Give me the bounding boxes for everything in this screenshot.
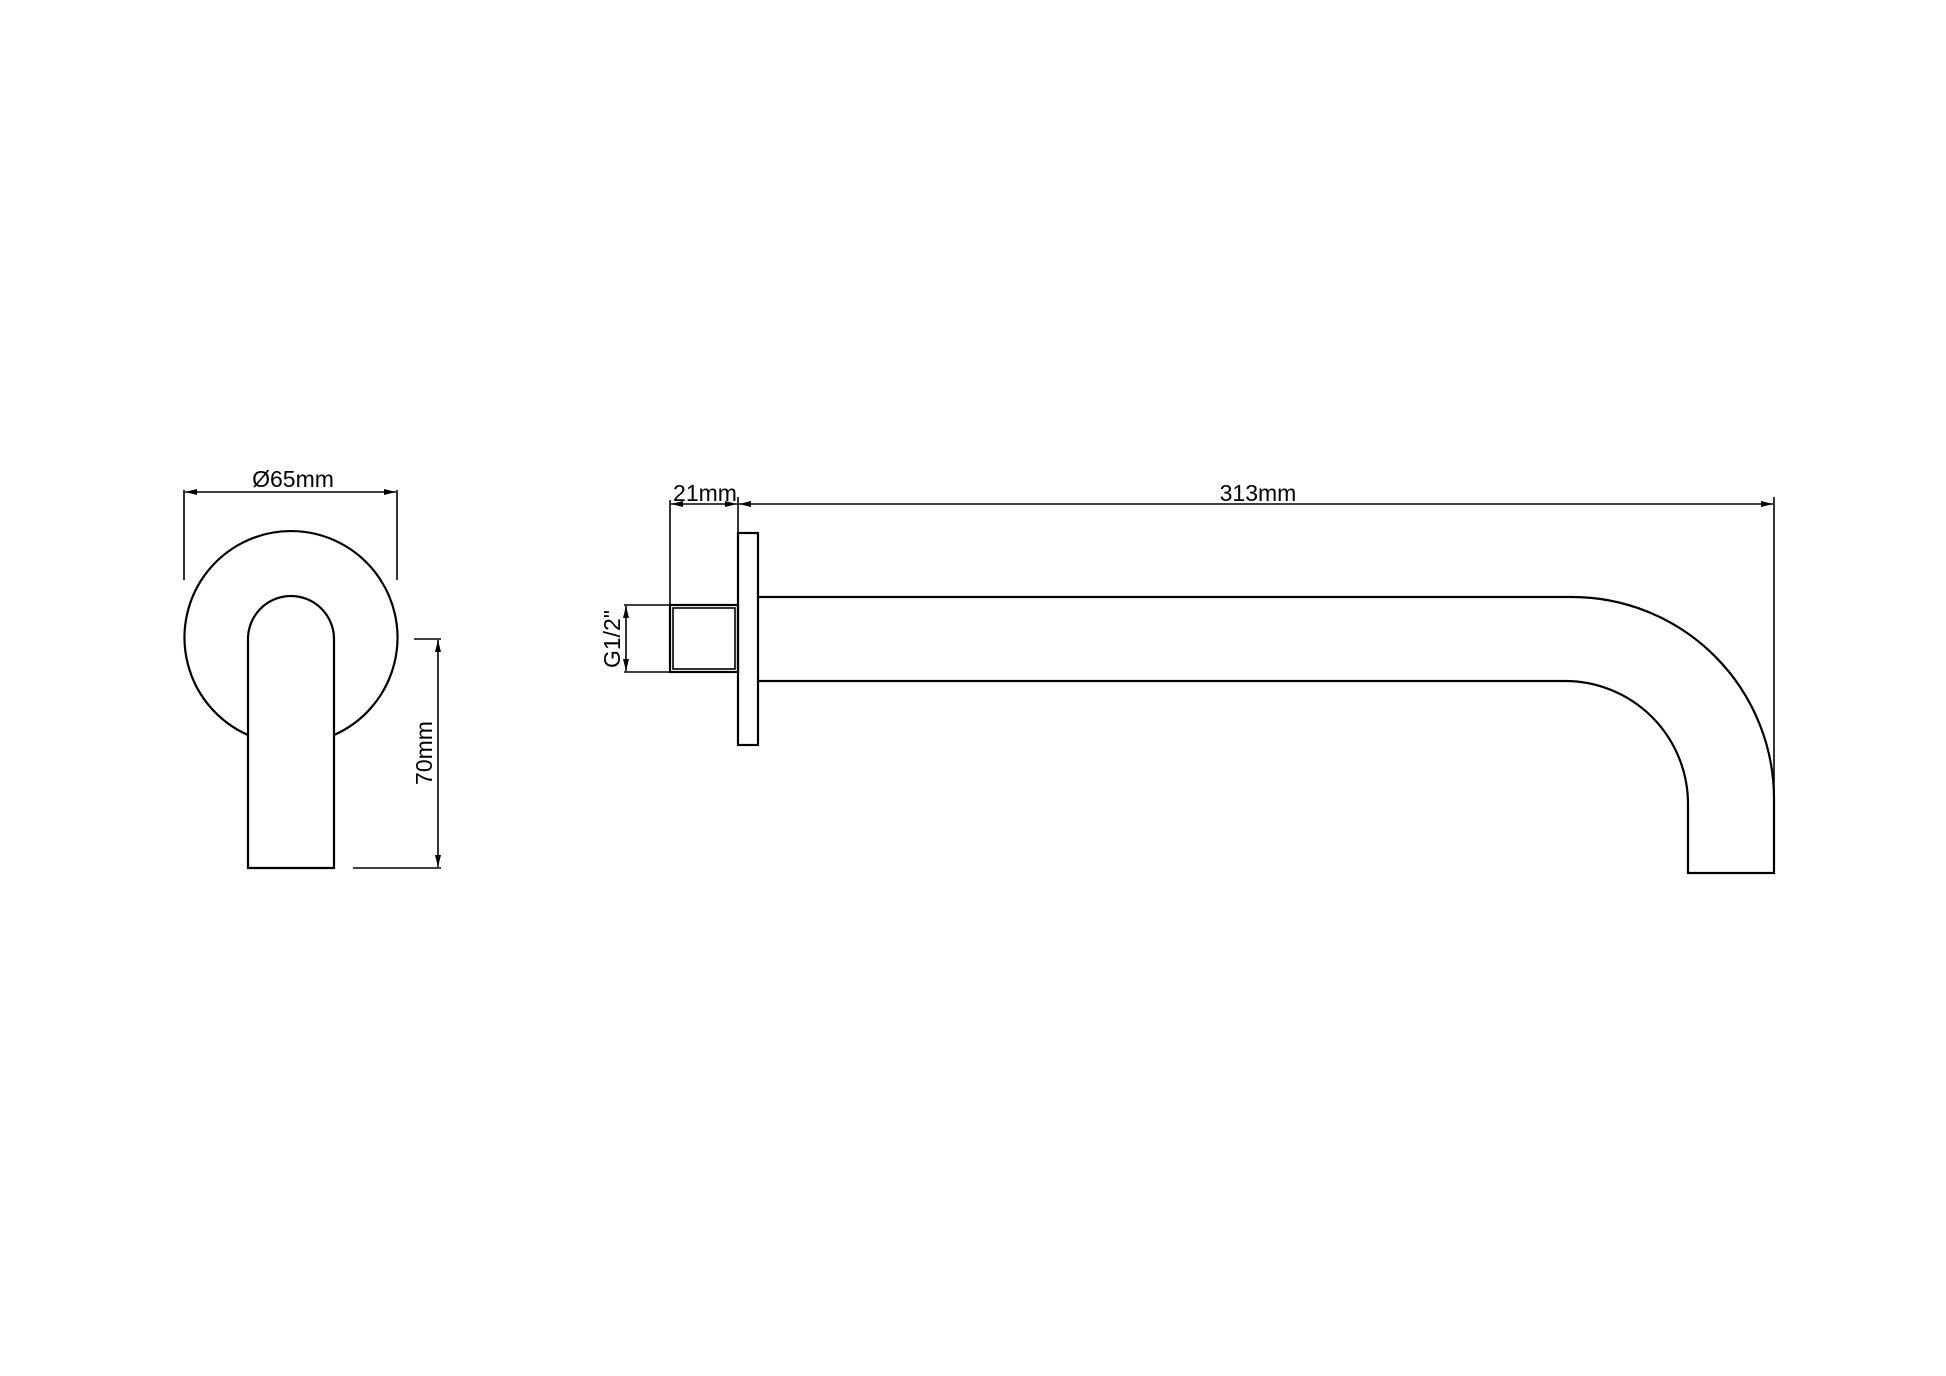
wall-flange (736, 531, 760, 747)
side-view: Ø65mm 70mm (183, 466, 441, 870)
wall-plate-circle (183, 529, 399, 737)
thread-connector (668, 603, 740, 674)
spout-profile (246, 594, 336, 870)
thread-connector-inner (672, 607, 736, 670)
length-label: 313mm (1220, 480, 1297, 506)
diameter-label: Ø65mm (252, 466, 334, 492)
flange-label: 21mm (673, 480, 737, 506)
spout-body (758, 595, 1776, 875)
front-view: 21mm 313mm G1/2" (599, 480, 1776, 875)
height-label: 70mm (411, 721, 437, 785)
thread-label: G1/2" (599, 610, 625, 668)
